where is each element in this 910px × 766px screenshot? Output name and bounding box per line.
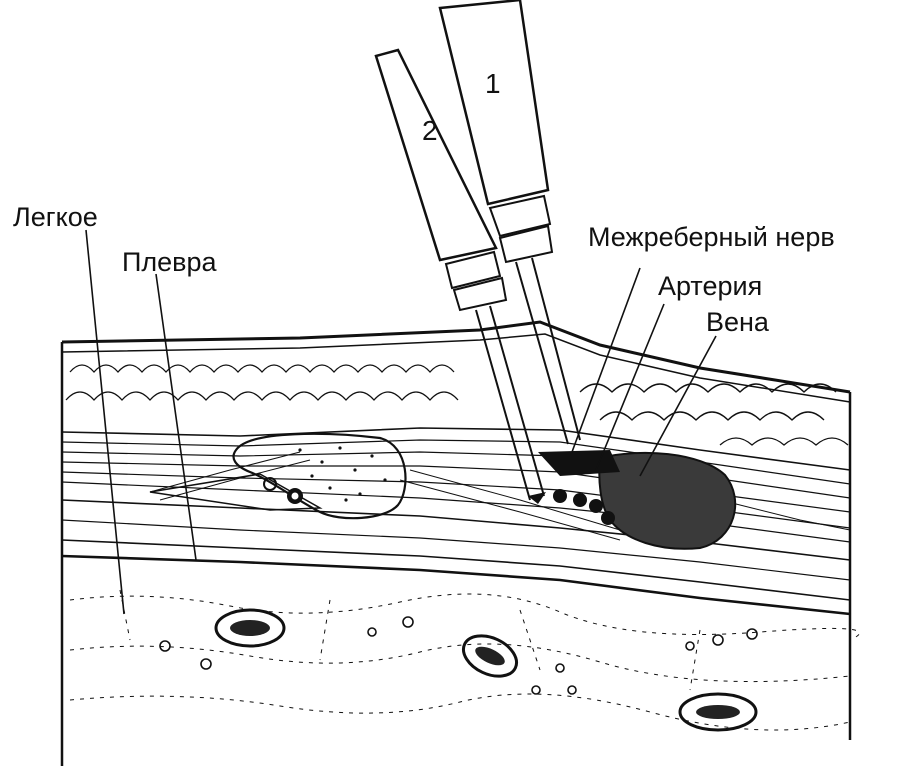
needle-2: 2 bbox=[374, 48, 546, 504]
nerve-leader bbox=[571, 267, 641, 453]
vein-leader bbox=[639, 335, 717, 477]
tissue-block bbox=[60, 320, 852, 766]
vein-label: Вена bbox=[706, 307, 770, 337]
neurovascular-bundle bbox=[538, 450, 737, 550]
nerve-label: Межреберный нерв bbox=[588, 222, 835, 252]
subcutaneous-fat bbox=[65, 364, 849, 446]
lung-tissue bbox=[69, 589, 860, 732]
pleura-label: Плевра bbox=[122, 247, 218, 277]
artery-label: Артерия bbox=[658, 271, 762, 301]
rib bbox=[149, 432, 407, 520]
lung-leader bbox=[85, 229, 125, 615]
needle-1-number: 1 bbox=[485, 68, 501, 99]
needle-2-number: 2 bbox=[422, 115, 438, 146]
leader-lines bbox=[85, 229, 717, 615]
needle-1: 1 bbox=[438, 0, 581, 445]
artery-leader bbox=[595, 303, 665, 471]
pleura-leader bbox=[155, 273, 197, 561]
lung-label: Легкое bbox=[13, 202, 98, 232]
